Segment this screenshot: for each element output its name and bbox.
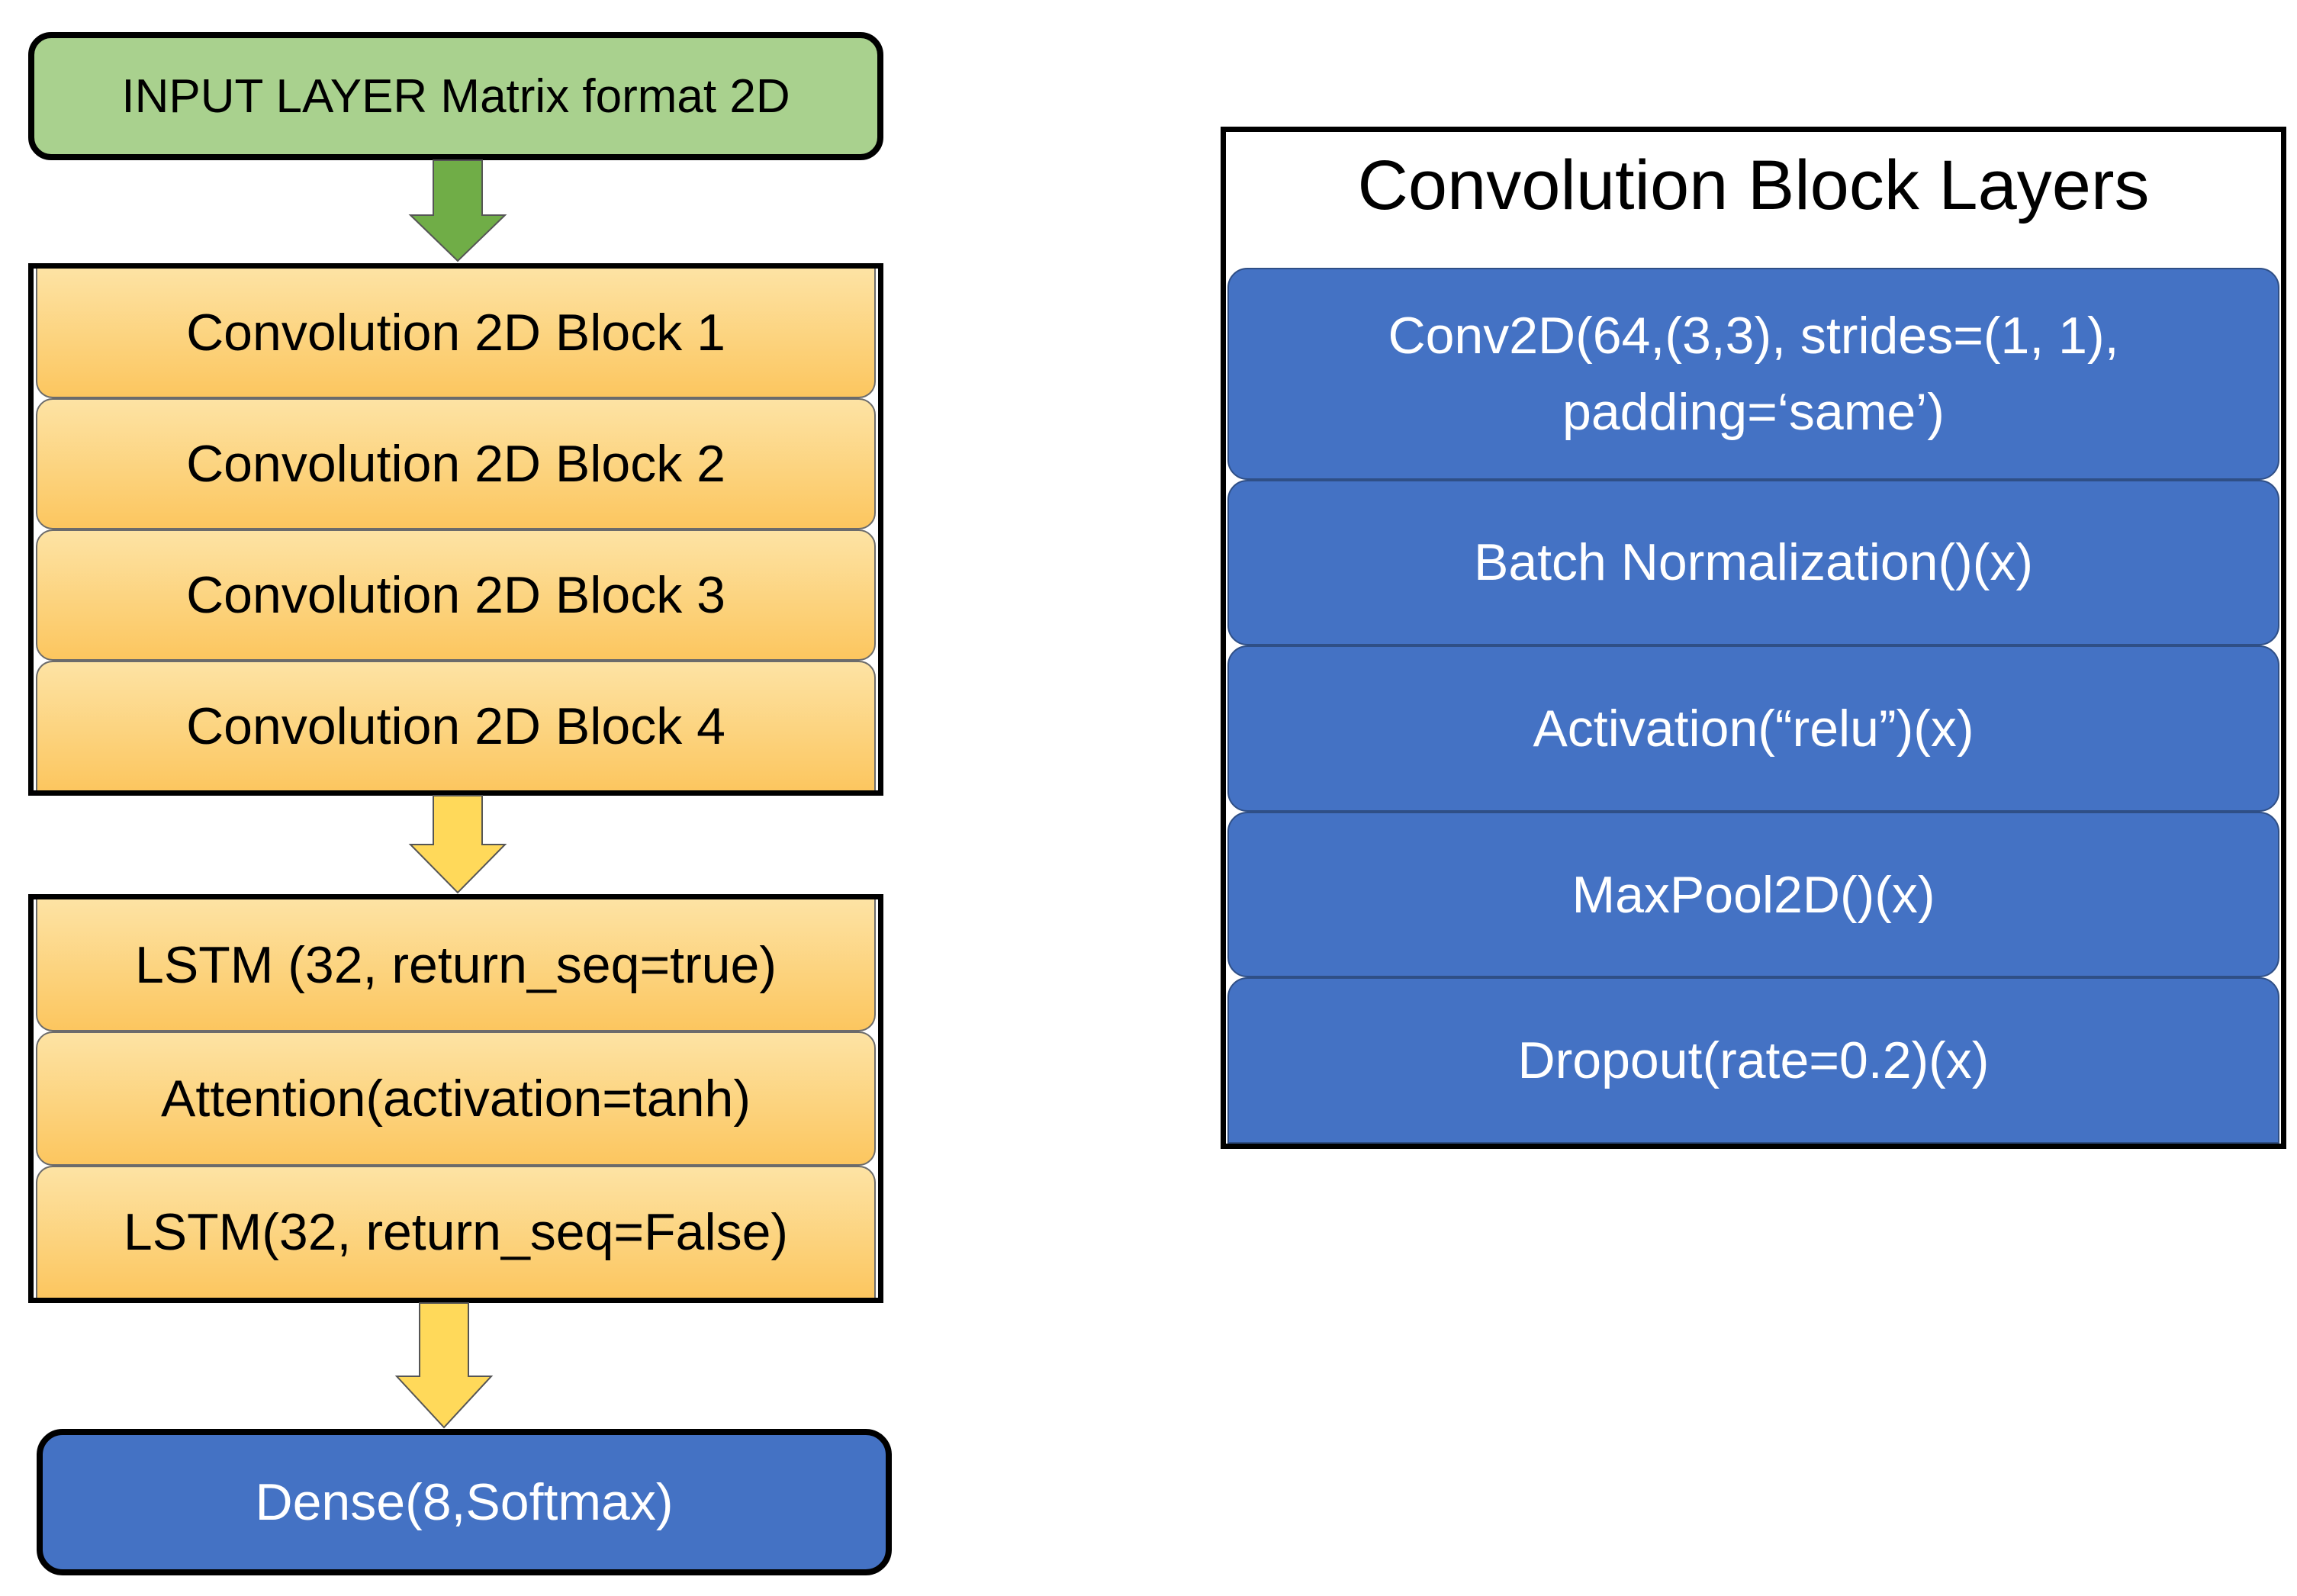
convolution-layer-stack: Conv2D(64,(3,3), strides=(1, 1), padding…	[1226, 268, 2281, 1144]
lstm-layer-2: LSTM(32, return_seq=False)	[36, 1165, 876, 1298]
sequence-layers-group: LSTM (32, return_seq=true) Attention(act…	[28, 894, 883, 1303]
input-layer-box: INPUT LAYER Matrix format 2D	[28, 32, 883, 160]
convolution-block-layers-panel: Convolution Block Layers Conv2D(64,(3,3)…	[1221, 127, 2286, 1149]
conv-block-3: Convolution 2D Block 3	[36, 529, 876, 661]
attention-layer: Attention(activation=tanh)	[36, 1031, 876, 1166]
conv-block-4: Convolution 2D Block 4	[36, 661, 876, 790]
dense-output-layer: Dense(8,Softmax)	[37, 1429, 892, 1575]
batch-normalization-layer: Batch Normalization()(x)	[1227, 479, 2279, 646]
maxpool-layer: MaxPool2D()(x)	[1227, 811, 2279, 978]
panel-title: Convolution Block Layers	[1357, 146, 2150, 224]
conv2d-line-2: padding=‘same’)	[1562, 382, 1945, 441]
activation-layer: Activation(“relu”)(x)	[1227, 645, 2279, 812]
conv2d-layer: Conv2D(64,(3,3), strides=(1, 1), padding…	[1227, 268, 2279, 480]
down-arrow-icon	[408, 159, 507, 262]
conv2d-line-1: Conv2D(64,(3,3), strides=(1, 1),	[1388, 306, 2119, 365]
down-arrow-icon	[408, 795, 507, 894]
conv-block-1: Convolution 2D Block 1	[36, 269, 876, 398]
lstm-layer-1: LSTM (32, return_seq=true)	[36, 899, 876, 1032]
convolution-blocks-group: Convolution 2D Block 1 Convolution 2D Bl…	[28, 263, 883, 796]
dropout-layer: Dropout(rate=0.2)(x)	[1227, 977, 2279, 1144]
down-arrow-icon	[394, 1302, 494, 1429]
conv-block-2: Convolution 2D Block 2	[36, 398, 876, 529]
